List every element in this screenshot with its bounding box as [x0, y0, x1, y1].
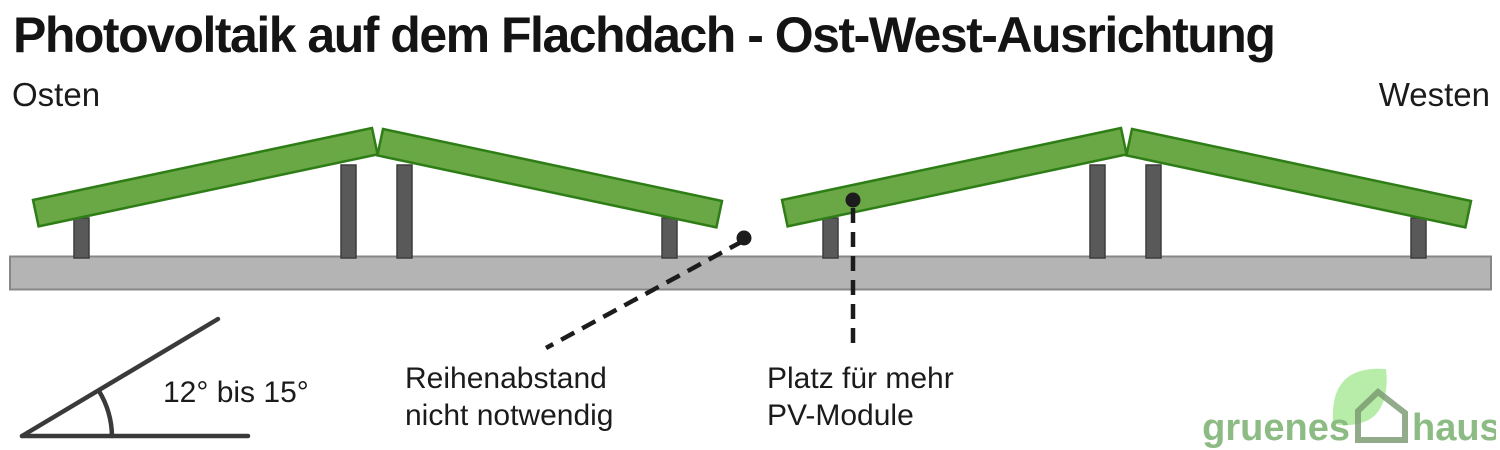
support-post [1410, 217, 1427, 259]
pv-panel-east-row1 [31, 126, 380, 228]
leader-line-row-spacing [544, 239, 745, 350]
logo-word-haus: haus [1412, 407, 1496, 448]
support-post [822, 217, 839, 259]
pv-panel-west-row2 [1124, 127, 1473, 229]
annotation-more-modules: Platz für mehr PV-Module [767, 360, 954, 434]
annotation-more-modules-line2: PV-Module [767, 399, 914, 432]
angle-arc [96, 388, 115, 439]
direction-label-east: Osten [12, 76, 101, 113]
annotation-dot-more-modules [845, 192, 861, 208]
annotation-more-modules-line1: Platz für mehr [767, 362, 954, 395]
direction-label-west: Westen [1378, 76, 1490, 113]
logo-word-gruenes: gruenes [1202, 407, 1350, 448]
support-post [396, 164, 413, 259]
annotation-row-spacing-line2: nicht notwendig [405, 399, 614, 432]
house-icon [1355, 388, 1408, 443]
flat-roof [9, 255, 1492, 291]
annotation-row-spacing-line1: Reihenabstand [405, 362, 607, 395]
support-post [73, 217, 90, 259]
page-title: Photovoltaik auf dem Flachdach - Ost-Wes… [13, 7, 1276, 63]
tilt-angle-label: 12° bis 15° [163, 376, 309, 409]
annotation-dot-row-spacing [736, 230, 752, 246]
pv-panel-west-row1 [375, 127, 724, 229]
leaf-icon [1332, 368, 1387, 426]
gruenes-haus-logo: gruenes haus [1202, 368, 1496, 448]
support-post [1145, 164, 1162, 259]
support-post [340, 164, 357, 259]
pv-panel-east-row2 [780, 126, 1129, 228]
angle-slope-line [19, 316, 221, 439]
support-post [661, 217, 678, 259]
support-post [1089, 164, 1106, 259]
annotation-row-spacing: Reihenabstand nicht notwendig [405, 360, 613, 434]
